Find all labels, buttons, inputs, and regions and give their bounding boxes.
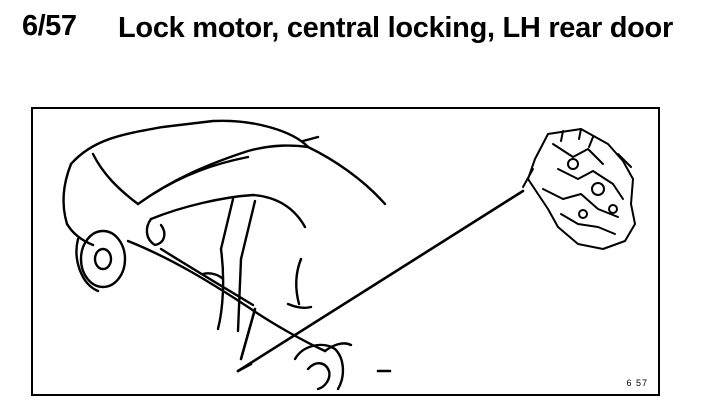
lock-motor-detail — [522, 128, 636, 250]
car-lock-motor-illustration — [62, 119, 636, 391]
page-title: Lock motor, central locking, LH rear doo… — [118, 12, 673, 44]
callout-lines — [236, 189, 525, 373]
figure-code: 6 57 — [626, 378, 648, 388]
illustration-frame: 6 57 — [31, 107, 660, 396]
car-drawing — [62, 119, 387, 391]
reference-number: 6/57 — [22, 10, 77, 42]
